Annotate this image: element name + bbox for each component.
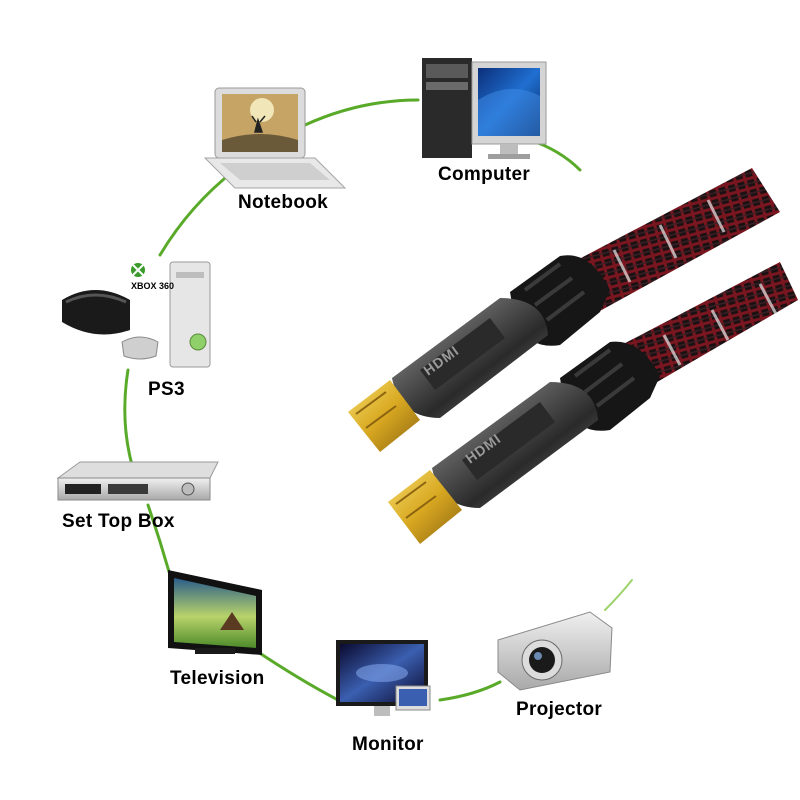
notebook-icon <box>203 87 347 189</box>
computer-icon <box>422 58 547 159</box>
monitor-icon <box>336 640 431 716</box>
projector-label: Projector <box>516 699 602 720</box>
television-label: Television <box>170 668 265 689</box>
xbox-logo-text: XBOX 360 <box>131 281 174 291</box>
computer-label: Computer <box>438 164 530 185</box>
notebook-label: Notebook <box>238 192 328 213</box>
projector-icon <box>497 611 613 691</box>
monitor-label: Monitor <box>352 734 424 755</box>
ps3-label: PS3 <box>148 379 185 400</box>
set-top-box-label: Set Top Box <box>62 511 175 532</box>
television-icon <box>168 570 262 655</box>
hdmi-cable-upper: HDMI <box>348 168 780 452</box>
hdmi-cable-lower: HDMI <box>388 262 798 544</box>
set-top-box-icon <box>56 461 219 501</box>
game-consoles-icon <box>62 261 211 368</box>
